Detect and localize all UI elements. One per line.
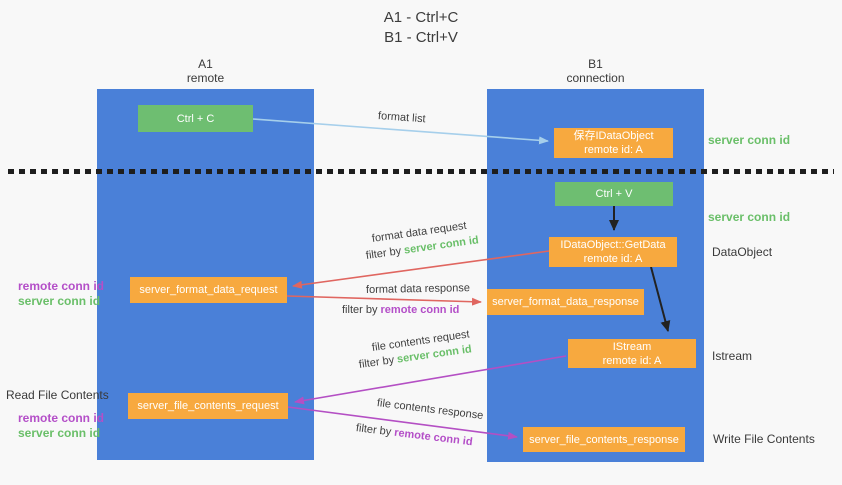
node-istream: IStream remote id: A	[568, 339, 696, 368]
node-format-request-label: server_format_data_request	[139, 284, 278, 296]
side-label-server-conn-id-left-2: server conn id	[18, 426, 101, 440]
node-file-request-label: server_file_contents_request	[137, 400, 279, 412]
lane-b1-name: B1	[588, 57, 603, 71]
filter-by-text: filter by	[355, 422, 395, 439]
node-save-idataobject-line1: 保存IDataObject	[573, 130, 654, 142]
edge-label-file-contents-response: file contents response	[376, 397, 484, 422]
node-save-idataobject-line2: remote id: A	[584, 144, 643, 156]
node-ctrl-c: Ctrl + C	[138, 105, 253, 132]
side-label-istream: Istream	[712, 349, 753, 363]
node-istream-line2: remote id: A	[602, 354, 662, 367]
edge-label-filter-remote-1: filter by remote conn id	[342, 304, 459, 316]
title-line-1: A1 - Ctrl+C	[383, 9, 459, 26]
node-server-file-contents-response: server_file_contents_response	[523, 427, 685, 452]
arrow-format-data-response	[286, 295, 482, 306]
edge-label-format-list: format list	[377, 110, 426, 126]
side-label-dataobject: DataObject	[712, 245, 773, 259]
node-server-format-data-request: server_format_data_request	[130, 277, 287, 303]
lane-a1-name: A1	[198, 57, 213, 71]
node-format-response-label: server_format_data_response	[492, 296, 639, 308]
lane-header-b1: B1 connection	[487, 57, 704, 85]
side-label-read-file-contents: Read File Contents	[6, 388, 109, 402]
lane-header-a1: A1 remote	[97, 57, 314, 85]
title-line-2: B1 - Ctrl+V	[384, 29, 458, 46]
node-istream-line1: IStream	[612, 340, 652, 353]
filter-by-text: filter by	[365, 244, 405, 262]
node-save-idataobject: 保存IDataObject remote id: A	[554, 128, 673, 158]
node-getdata-line2: remote id: A	[583, 253, 643, 265]
side-label-server-conn-id-right-2: server conn id	[708, 210, 791, 224]
node-idataobject-getdata: IDataObject::GetData remote id: A	[549, 237, 677, 267]
node-file-response-label: server_file_contents_response	[529, 433, 679, 446]
side-label-remote-conn-id-left-1: remote conn id	[18, 279, 105, 293]
node-ctrl-v-label: Ctrl + V	[595, 188, 633, 200]
filter-by-text: filter by	[358, 353, 398, 371]
side-label-remote-conn-id-left-2: remote conn id	[18, 411, 105, 425]
edge-label-filter-remote-2: filter by remote conn id	[355, 422, 473, 448]
node-server-format-data-response: server_format_data_response	[487, 289, 644, 315]
filter-by-text: filter by	[342, 304, 381, 316]
side-label-server-conn-id-right-1: server conn id	[708, 133, 791, 147]
remote-conn-id-text: remote conn id	[393, 426, 474, 449]
node-ctrl-c-label: Ctrl + C	[176, 112, 215, 125]
node-getdata-line1: IDataObject::GetData	[560, 239, 666, 251]
lane-b1-role: connection	[566, 71, 625, 85]
node-ctrl-v: Ctrl + V	[555, 182, 673, 206]
side-label-server-conn-id-left-1: server conn id	[18, 294, 101, 308]
dashed-divider-line	[8, 169, 834, 174]
remote-conn-id-text: remote conn id	[380, 304, 460, 316]
edge-label-format-data-response: format data response	[365, 282, 471, 296]
node-server-file-contents-request: server_file_contents_request	[128, 393, 288, 419]
side-label-write-file-contents: Write File Contents	[713, 432, 815, 446]
diagram-title: A1 - Ctrl+C B1 - Ctrl+V	[0, 8, 842, 48]
lane-a1-role: remote	[186, 71, 225, 85]
